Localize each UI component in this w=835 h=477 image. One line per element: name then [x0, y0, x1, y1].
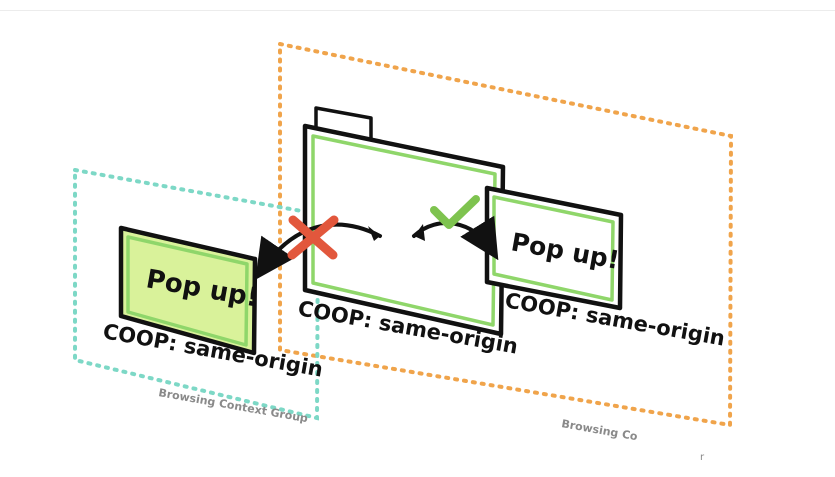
left-browsing-context-group [73, 167, 321, 421]
allowed-arrow-tail [414, 224, 425, 241]
corner-mark: r [700, 452, 705, 463]
right-group-label: Browsing Co [560, 417, 639, 443]
left-group-label: Browsing Context Group [157, 386, 309, 425]
top-divider [0, 10, 835, 11]
blocked-arrow-tail [368, 226, 380, 241]
left-popup-inner-border [126, 235, 249, 347]
blocked-x-icon [287, 215, 339, 260]
allowed-check-icon [430, 195, 480, 229]
